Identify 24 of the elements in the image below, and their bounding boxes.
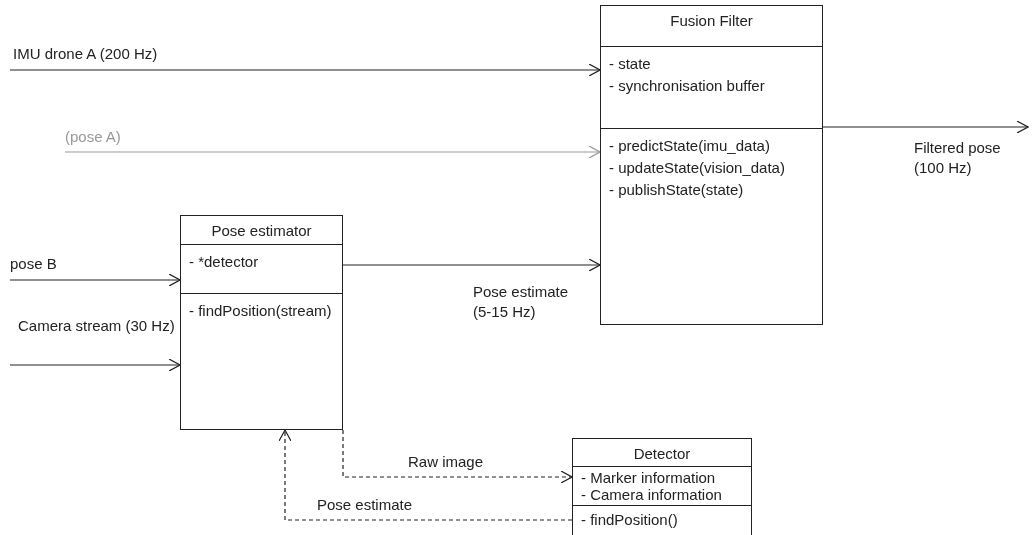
attribute-text: - Marker information xyxy=(581,469,717,486)
method-text: - publishState(state) xyxy=(609,180,745,200)
arrow xyxy=(342,258,601,272)
method-text: - findPosition() xyxy=(581,510,679,530)
arrow xyxy=(822,120,1029,134)
arrow xyxy=(9,63,601,77)
class-name: Pose estimator xyxy=(210,221,313,241)
class-box xyxy=(180,215,343,430)
arrow xyxy=(9,273,181,287)
class-box xyxy=(600,5,823,325)
attribute-text: - Camera information xyxy=(581,486,723,503)
class-name: Detector xyxy=(632,444,692,464)
attribute-text: - state xyxy=(609,54,652,74)
arrow xyxy=(9,358,181,372)
dashed-arrow xyxy=(342,429,573,484)
method-text: - updateState(vision_data) xyxy=(609,158,786,178)
method-text: - findPosition(stream) xyxy=(189,301,333,321)
arrow xyxy=(64,145,601,159)
method-text: - predictState(imu_data) xyxy=(609,136,771,156)
attribute-text: - *detector xyxy=(189,252,260,272)
class-box xyxy=(572,438,752,535)
attribute-text: - synchronisation buffer xyxy=(609,76,766,96)
class-name: Fusion Filter xyxy=(669,11,754,31)
dashed-arrow xyxy=(278,429,573,521)
